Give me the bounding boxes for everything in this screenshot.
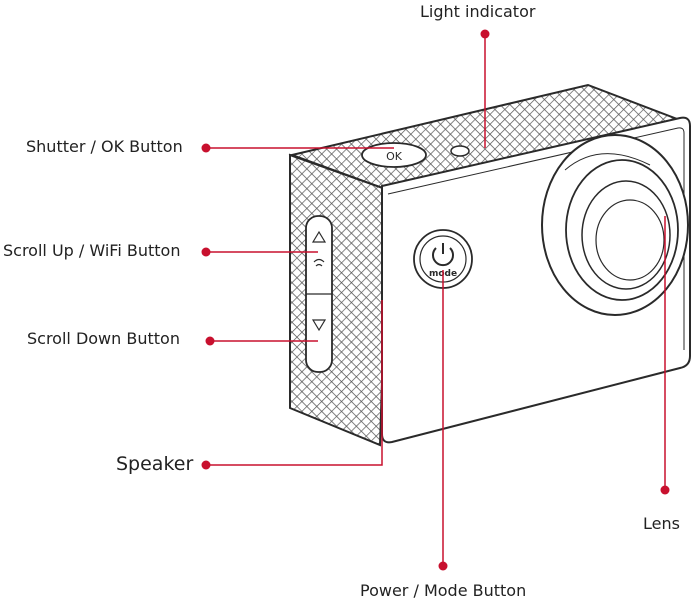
svg-text:OK: OK [386,150,403,163]
scroll-up-wifi-label: Scroll Up / WiFi Button [3,241,181,260]
callout-dots [201,29,670,571]
side-buttons-shape [305,215,333,373]
lens-label: Lens [643,514,680,533]
scroll-up-dot [201,247,211,257]
scroll-down-label: Scroll Down Button [27,329,180,348]
power-mode-label: Power / Mode Button [360,581,527,600]
lens-shape [541,134,689,316]
light-indicator-dot [480,29,490,39]
shutter-button-shape: OK [361,142,427,168]
lens-dot [660,485,670,495]
speaker-dot [201,460,211,470]
shutter-dot [201,143,211,153]
callout-lines [206,34,666,566]
power-mode-dot [438,561,448,571]
light-indicator-label: Light indicator [420,2,536,21]
indicator-light-shape [450,145,470,157]
speaker-label: Speaker [116,453,194,475]
speaker-leader [206,300,383,466]
camera-side-face [289,153,390,447]
shutter-ok-label: Shutter / OK Button [26,137,183,156]
scroll-down-dot [205,336,215,346]
